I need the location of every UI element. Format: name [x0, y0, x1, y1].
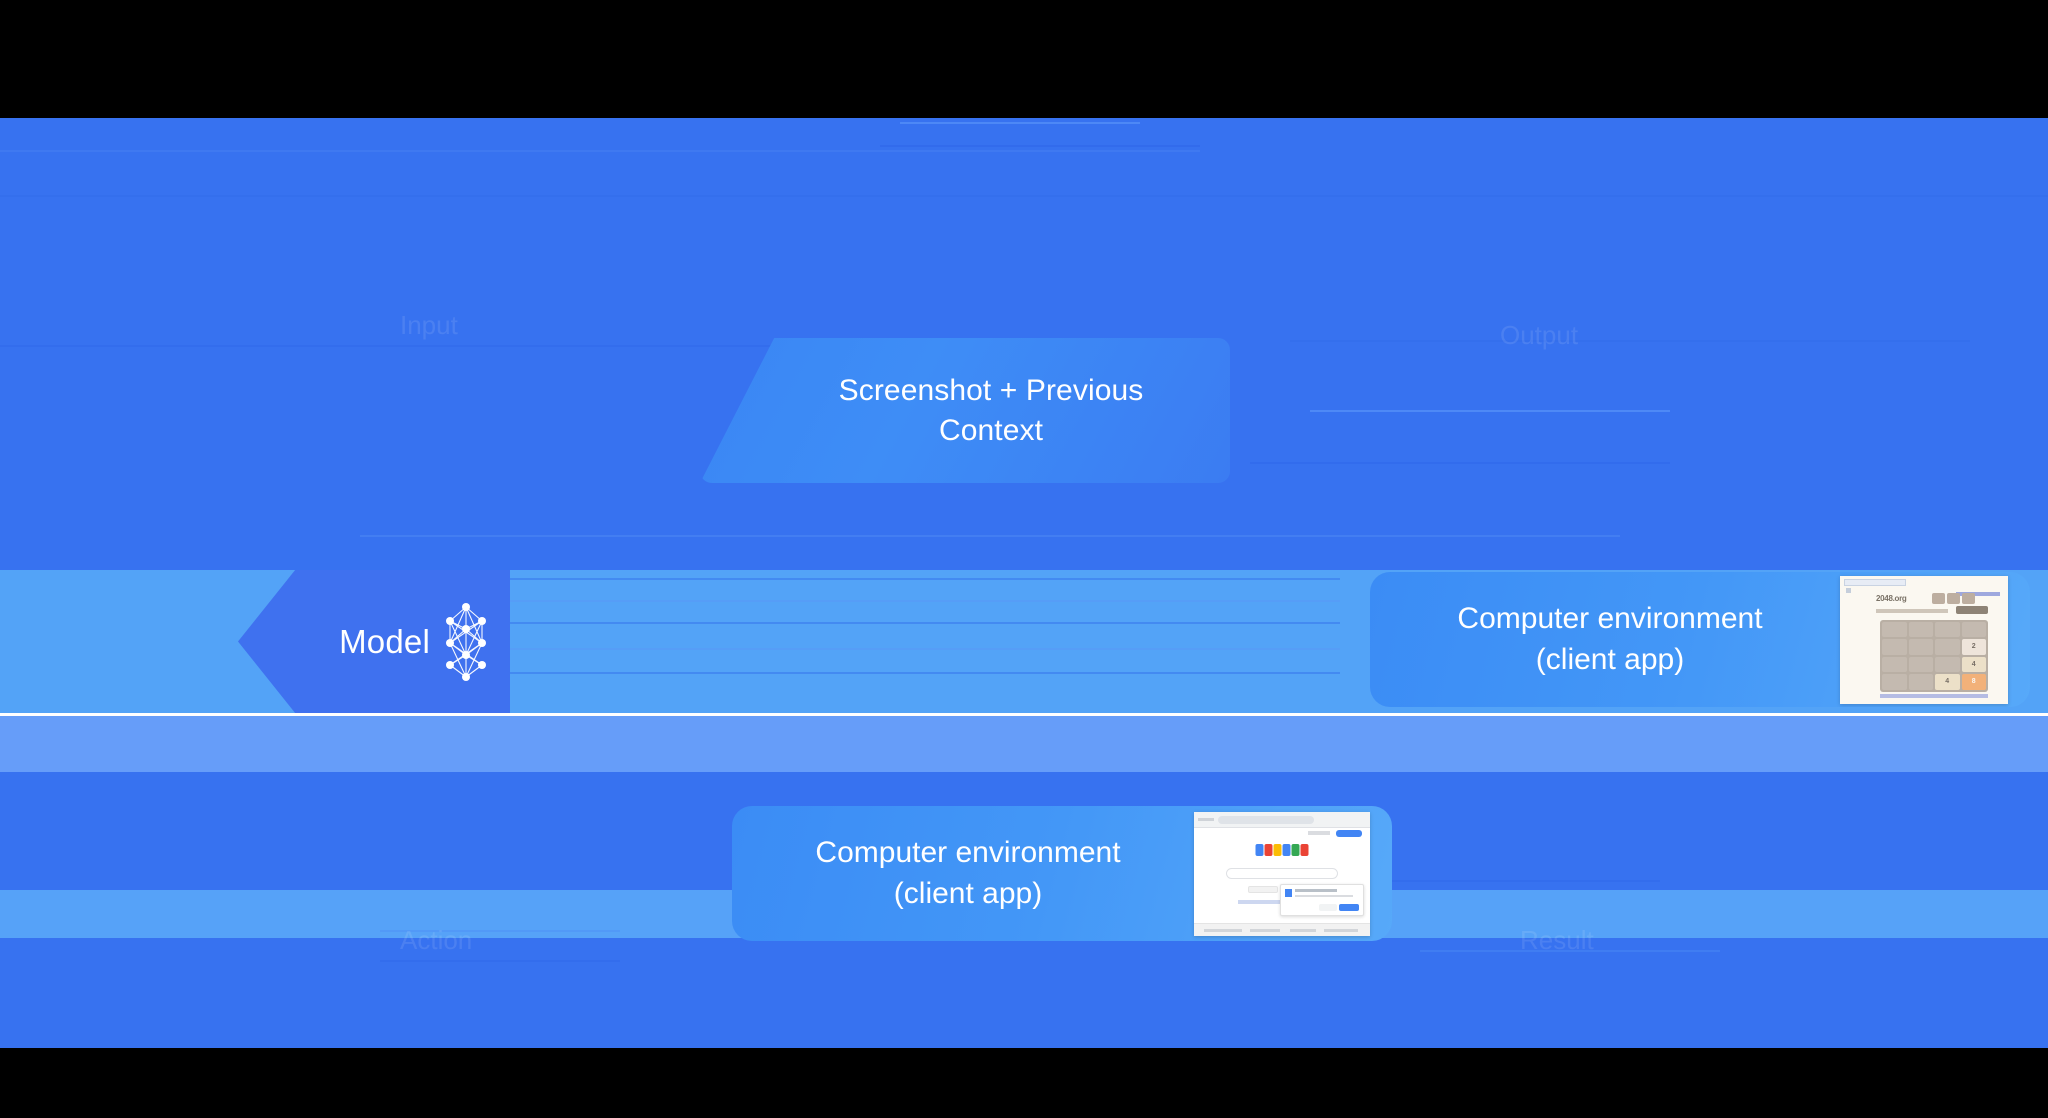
- streak-artifact: [1300, 880, 1660, 882]
- streak-artifact: [900, 122, 1140, 124]
- streak-artifact: [0, 345, 900, 347]
- tile-cell: [1961, 621, 1986, 637]
- dialog-confirm-button[interactable]: [1339, 903, 1359, 911]
- tile-cell: [1935, 639, 1960, 655]
- ghost-label-result: Result: [1520, 925, 1594, 955]
- google-search-button[interactable]: [1248, 885, 1278, 893]
- tile-cell: [1935, 621, 1960, 637]
- streak-artifact: [1420, 950, 1720, 952]
- streak-artifact: [1290, 340, 1970, 342]
- streak-artifact: [880, 145, 1200, 147]
- tile-cell: [1882, 621, 1907, 637]
- streak-artifact: [360, 535, 1620, 537]
- streak-artifact: [1250, 462, 1670, 464]
- tile-cell: [1908, 639, 1933, 655]
- streak-artifact: [380, 960, 620, 962]
- tile-cell: [1882, 639, 1907, 655]
- neural-network-icon: [446, 602, 486, 681]
- game-brand-label: 2048.org: [1876, 593, 1907, 603]
- tile-cell: [1908, 674, 1933, 690]
- band-light-2: [0, 716, 2048, 772]
- backdrop-bottom: [0, 1048, 2048, 1118]
- streak-artifact: [0, 150, 1200, 152]
- tile-cell: [1935, 656, 1960, 672]
- google-search-input[interactable]: [1226, 867, 1338, 879]
- browser-url-bar[interactable]: [1218, 815, 1314, 824]
- node-model[interactable]: Model: [238, 570, 510, 713]
- backdrop-top: [0, 0, 2048, 118]
- streak-artifact: [1310, 410, 1670, 412]
- game-hint-text: [1876, 608, 1948, 613]
- game-footer-link: [1880, 693, 1988, 698]
- google-top-links[interactable]: [1308, 830, 1330, 835]
- google-footer: [1194, 922, 1370, 936]
- google-search-thumbnail[interactable]: [1194, 811, 1370, 936]
- score-box: [1932, 592, 1945, 604]
- tile-cell: [1908, 656, 1933, 672]
- tile-cell: [1882, 656, 1907, 672]
- new-game-button[interactable]: [1956, 605, 1988, 614]
- sign-in-button[interactable]: [1336, 829, 1362, 837]
- node-computer-environment-bottom[interactable]: Computer environment (client app): [732, 806, 1392, 941]
- streak-artifact: [440, 622, 1340, 624]
- streak-artifact: [440, 672, 1340, 674]
- dialog-body: [1295, 894, 1353, 897]
- band-primary-3: [0, 938, 2048, 1048]
- game-grid[interactable]: 2 4 4 8: [1880, 619, 1988, 692]
- dialog-cancel-button[interactable]: [1319, 903, 1337, 911]
- tile-cell-4: 4: [1961, 656, 1986, 672]
- streak-artifact: [0, 195, 2048, 197]
- window-button: [1846, 587, 1851, 593]
- node-computer-environment-bottom-label: Computer environment (client app): [815, 836, 1121, 910]
- dialog-title: [1295, 888, 1337, 892]
- google-logo-icon: [1255, 843, 1309, 856]
- ghost-label-input: Input: [400, 310, 458, 340]
- node-screenshot-context[interactable]: Screenshot + Previous Context: [700, 338, 1230, 483]
- band-divider: [0, 713, 2048, 716]
- streak-artifact: [380, 930, 620, 932]
- best-score-box: [1947, 592, 1960, 604]
- ghost-label-output: Output: [1500, 320, 1579, 350]
- ghost-label-action: Action: [400, 925, 473, 955]
- browser-dialog[interactable]: [1280, 883, 1364, 916]
- window-titlebar: [1844, 578, 1906, 586]
- browser-nav-icons: [1198, 817, 1214, 821]
- streak-artifact: [440, 600, 1340, 602]
- game-links: [1956, 591, 2000, 596]
- node-screenshot-context-label: Screenshot + Previous Context: [838, 373, 1144, 447]
- game-scoreboard: [1932, 592, 1975, 604]
- tile-cell-4: 4: [1935, 674, 1960, 690]
- node-computer-environment-top[interactable]: Computer environment (client app) 2048.o…: [1370, 572, 2030, 707]
- tile-cell: [1882, 674, 1907, 690]
- 2048-game-thumbnail[interactable]: 2048.org 2: [1840, 575, 2008, 704]
- dialog-icon: [1285, 888, 1292, 897]
- score-box-extra: [1962, 592, 1975, 604]
- tile-cell: [1908, 621, 1933, 637]
- node-computer-environment-top-label: Computer environment (client app): [1457, 602, 1763, 676]
- streak-artifact: [440, 648, 1340, 650]
- streak-artifact: [440, 578, 1340, 580]
- node-model-label: Model: [339, 622, 430, 660]
- tile-cell-2: 2: [1961, 639, 1986, 655]
- tile-cell-8: 8: [1961, 674, 1986, 690]
